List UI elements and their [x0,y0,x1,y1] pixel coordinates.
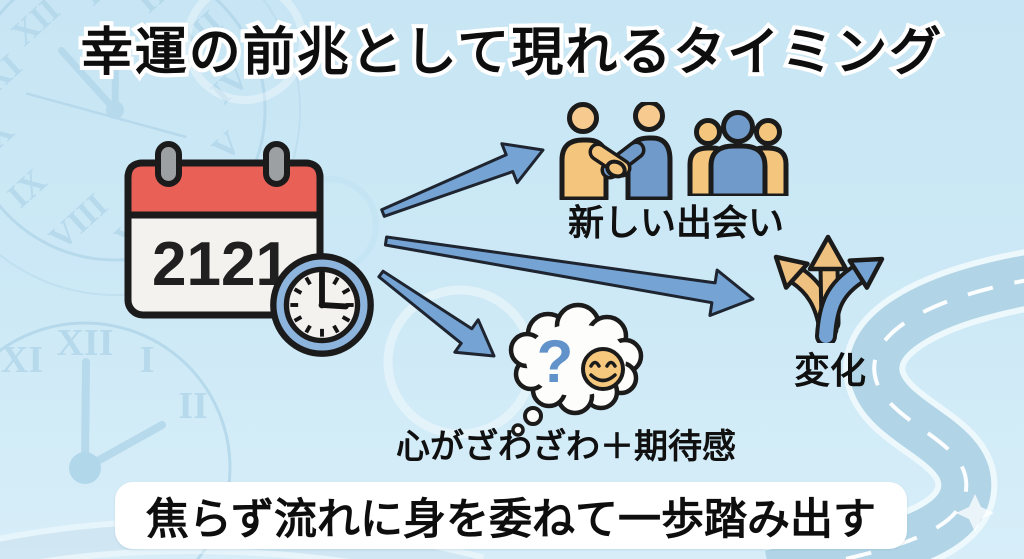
clock-watermark-icon: XI XII I II [0,321,232,559]
smiley-face-icon [581,347,625,391]
label-new-encounters: 新しい出会い [567,202,784,243]
branching-arrows-icon [773,234,885,343]
calendar-icon: 2121 [124,141,324,319]
calendar-date-text: 2121 [152,230,290,299]
label-change: 変化 [793,350,866,391]
people-group-icon [687,110,789,196]
sparkle-icon [956,494,994,532]
numeral: I [140,339,155,381]
clock-icon [270,253,374,357]
thought-bubble-icon: ? [508,302,644,437]
handshake-people-icon [559,102,673,200]
numeral: XII [56,322,113,364]
footer-banner: 焦らず流れに身を委ねて一歩踏み出す [115,482,907,549]
arrow-to-meeting [380,142,545,218]
numeral: II [178,385,208,427]
question-mark-icon: ? [537,328,574,395]
numeral: XI [1,339,43,381]
arrow-to-change [383,235,755,317]
footer-message: 焦らず流れに身を委ねて一歩踏み出す [145,495,877,544]
label-restless-anticipation: 心がざわざわ＋期待感 [396,428,736,466]
arrow-to-feeling [377,269,496,358]
page-title: 幸運の前兆として現れるタイミング [77,20,945,86]
